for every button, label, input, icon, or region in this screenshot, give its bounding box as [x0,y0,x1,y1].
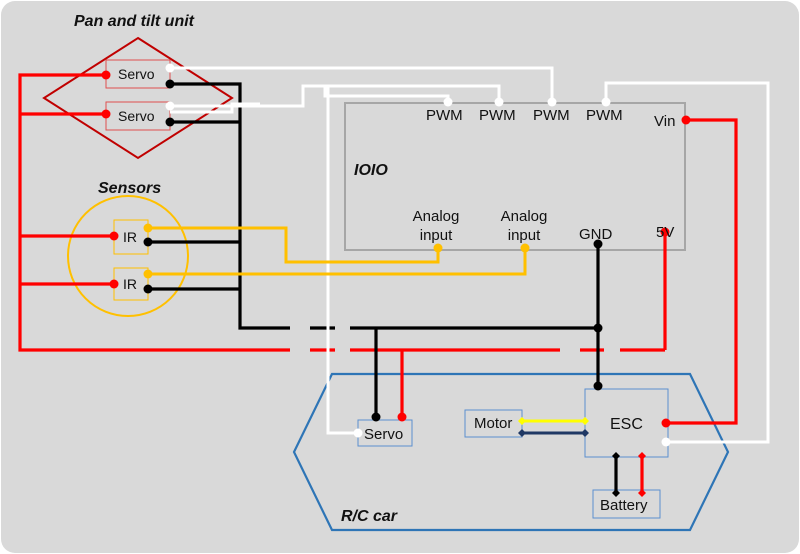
ir-top-label: IR [123,229,137,245]
analog-2-line1: Analog [500,208,548,225]
ir-top-box [113,219,149,255]
pwm-wires [170,66,770,444]
sensors-title: Sensors [98,180,162,197]
motor-box [464,409,523,438]
v5-label: 5V [656,224,675,241]
terminal-diamonds [518,417,646,497]
car-servo-label: Servo [364,426,404,443]
vin-label: Vin [654,113,676,130]
pwm-label-3: PWM [533,107,570,124]
pan-servo-bottom-label: Servo [118,108,155,124]
pan-tilt-outline [42,36,234,160]
pan-servo-top-label: Servo [118,66,155,82]
rc-car-outline [292,372,730,532]
pan-tilt-title: Pan and tilt unit [74,13,194,30]
pwm-label-1: PWM [426,107,463,124]
rc-car-title: R/C car [341,508,398,525]
ir-bottom-label: IR [123,276,137,292]
sensors-outline [67,195,189,317]
pwm-label-2: PWM [479,107,516,124]
ir-bottom-box [113,267,149,301]
battery-box [592,489,661,519]
car-servo-box [357,419,413,447]
esc-label: ESC [610,416,643,433]
gnd-label: GND [579,226,613,243]
battery-label: Battery [600,497,648,514]
pan-servo-bottom-box [105,101,171,131]
power-wires [18,73,738,493]
analog-wires [148,226,527,276]
pwm-label-4: PWM [586,107,623,124]
analog-2-line2: input [507,227,541,244]
ground-wires [148,82,618,493]
motor-label: Motor [474,415,513,432]
ioio-title: IOIO [354,162,388,179]
ioio-board [344,102,686,251]
connector-dots [101,63,691,447]
analog-1-line1: Analog [412,208,460,225]
analog-1-line2: input [419,227,453,244]
